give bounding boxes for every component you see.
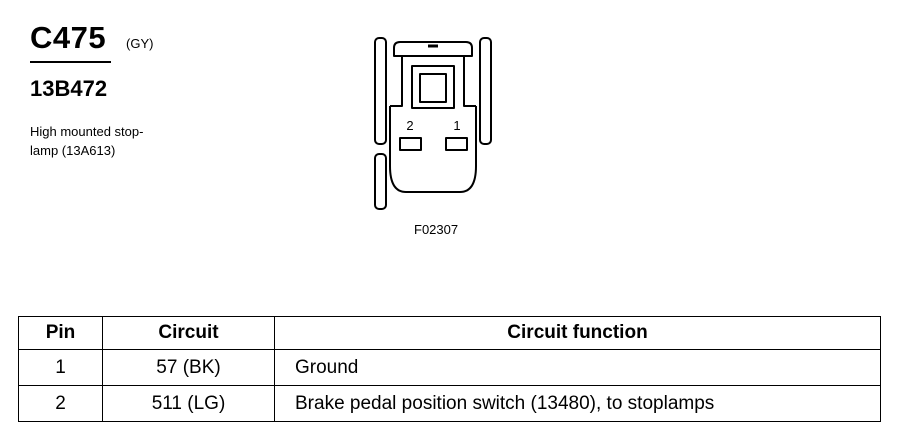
column-header-circuit: Circuit [102,316,275,350]
pin-label-1: 1 [453,118,460,133]
title-underline [30,61,111,63]
left-latch-arm [374,37,387,145]
right-latch-arm [479,37,492,145]
connector-top-rail [393,41,473,57]
connector-face-diagram: 2 1 [374,37,492,210]
connector-housing-body [389,106,477,193]
connector-description: High mounted stop- lamp (13A613) [30,122,220,160]
pin-cell: 2 [18,385,103,422]
circuit-function-cell: Brake pedal position switch (13480), to … [274,385,881,422]
connector-id: C475 [30,20,107,55]
pin-label-2: 2 [406,118,413,133]
description-line-2: lamp (13A613) [30,143,116,158]
circuit-cell: 511 (LG) [102,385,275,422]
circuit-function-cell: Ground [274,349,881,386]
pin-1-cavity [445,137,468,151]
circuit-cell: 57 (BK) [102,349,275,386]
pinout-table: Pin Circuit Circuit function 1 57 (BK) G… [18,316,881,422]
connector-color: (GY) [126,36,154,51]
pin-2-cavity [399,137,422,151]
connector-upper-walls [390,56,476,107]
table-header-row: Pin Circuit Circuit function [18,316,881,350]
figure-code: F02307 [414,222,459,237]
table-row: 1 57 (BK) Ground [18,349,881,386]
locking-tab-window [419,73,447,103]
table-row: 2 511 (LG) Brake pedal position switch (… [18,385,881,422]
part-number: 13B472 [30,76,108,101]
description-line-1: High mounted stop- [30,124,144,139]
pin-cell: 1 [18,349,103,386]
left-lower-tab [374,153,387,210]
column-header-pin: Pin [18,316,103,350]
locking-tab [411,65,455,109]
column-header-circuit-function: Circuit function [274,316,881,350]
